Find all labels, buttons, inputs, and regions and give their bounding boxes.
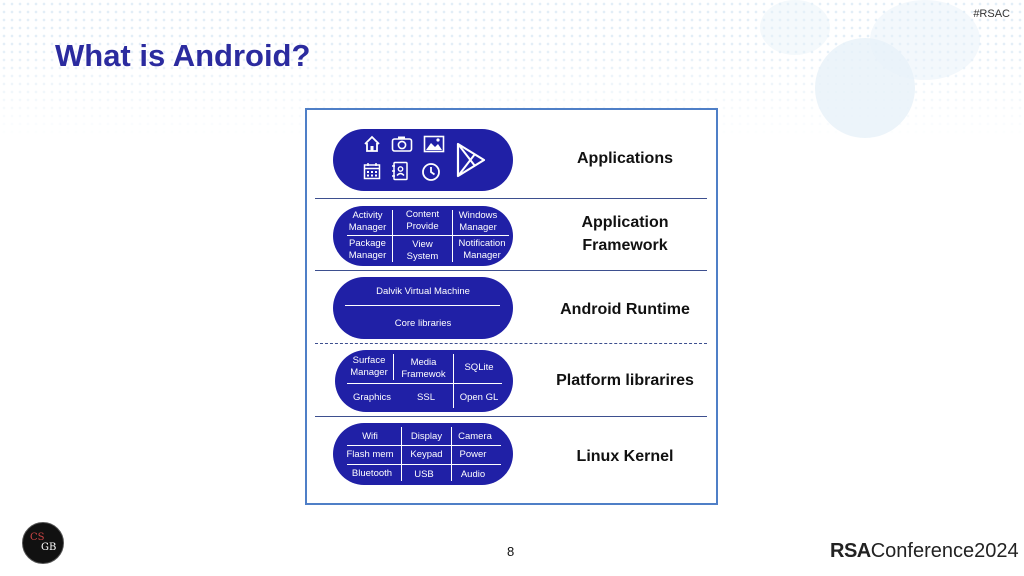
open-gl: Open GL — [459, 392, 499, 403]
home-icon — [364, 135, 380, 152]
calendar-icon — [363, 163, 381, 180]
framework-label: Application Framework — [540, 211, 710, 257]
runtime-label: Android Runtime — [560, 301, 690, 318]
wifi: Wifi — [362, 431, 378, 442]
play-store-icon — [456, 142, 486, 178]
grid-line — [451, 427, 452, 481]
cell-line: Provide — [406, 220, 439, 232]
sqlite: SQLite — [464, 362, 494, 373]
audio: Audio — [460, 469, 486, 480]
grid-line — [392, 210, 393, 262]
cell-line: Manager — [348, 221, 387, 233]
contacts-icon — [392, 161, 408, 181]
grid-line — [393, 354, 394, 380]
logo-text-bottom: GB — [41, 542, 57, 553]
power: Power — [459, 449, 487, 460]
applications-label: Applications — [576, 150, 673, 167]
cell-line: Notification — [458, 237, 506, 249]
cell-line: Manager — [459, 221, 497, 233]
dalvik-virtual-machine: Dalvik Virtual Machine — [376, 286, 470, 297]
cell-line: Surface — [352, 355, 386, 366]
cell-line: System — [406, 250, 439, 262]
layer-separator — [315, 343, 707, 344]
display: Display — [410, 431, 443, 442]
graphics: Graphics — [352, 392, 391, 403]
grid-line — [401, 427, 402, 481]
kernel-layer: Wifi Display Camera Flash mem Keypad Pow… — [307, 417, 716, 501]
grid-line — [347, 235, 509, 236]
rsa-brand-year: 2024 — [974, 540, 1019, 562]
background-blob — [870, 0, 980, 80]
kernel-pill: Wifi Display Camera Flash mem Keypad Pow… — [333, 423, 513, 485]
camera: Camera — [458, 431, 492, 442]
cell-line: Content — [405, 208, 440, 220]
cell-line: Manager — [463, 249, 501, 261]
platform-label: Platform librarires — [556, 372, 694, 389]
ssl: SSL — [417, 392, 435, 403]
layer-separator — [315, 416, 707, 417]
keypad: Keypad — [410, 449, 443, 460]
framework-label-line1: Application — [581, 214, 669, 231]
framework-label-line2: Framework — [582, 237, 668, 254]
grid-line — [347, 464, 501, 465]
runtime-layer: Dalvik Virtual Machine Core libraries An… — [307, 271, 716, 343]
csgb-logo: CS GB — [22, 522, 64, 564]
cell-line: Framewok — [401, 369, 446, 380]
runtime-pill: Dalvik Virtual Machine Core libraries — [333, 277, 513, 339]
cell-line: Manager — [348, 249, 387, 261]
rsa-brand-bold: RSA — [830, 540, 871, 562]
applications-pill — [333, 129, 513, 191]
usb: USB — [414, 469, 434, 480]
grid-line — [347, 383, 502, 384]
flash-memory: Flash mem — [346, 449, 394, 460]
page-number: 8 — [507, 544, 515, 559]
cell-line: Media — [410, 357, 437, 368]
logo-text-top: CS — [30, 532, 45, 543]
layer-separator — [315, 198, 707, 199]
grid-line — [345, 305, 500, 306]
cell-line: Package — [349, 237, 386, 249]
camera-icon — [391, 136, 413, 152]
cell-line: Manager — [350, 367, 388, 378]
clock-icon — [422, 163, 440, 181]
bluetooth: Bluetooth — [351, 468, 393, 479]
grid-line — [347, 445, 501, 446]
cell-line: Windows — [458, 209, 498, 221]
grid-line — [452, 210, 453, 262]
cell-line: Activity — [352, 209, 383, 221]
rsa-brand-regular: Conference — [870, 540, 975, 562]
grid-line — [453, 354, 454, 408]
slide-title: What is Android? — [55, 38, 311, 73]
background-blob — [760, 0, 830, 55]
cell-line: View — [412, 238, 433, 250]
kernel-label: Linux Kernel — [576, 448, 674, 465]
gallery-icon — [423, 135, 445, 153]
applications-layer: Applications — [307, 110, 716, 198]
rsa-conference-logo: RSAConference2024 — [830, 540, 1019, 563]
hashtag: #RSAC — [973, 8, 1010, 20]
layer-separator — [315, 270, 707, 271]
core-libraries: Core libraries — [394, 318, 452, 329]
